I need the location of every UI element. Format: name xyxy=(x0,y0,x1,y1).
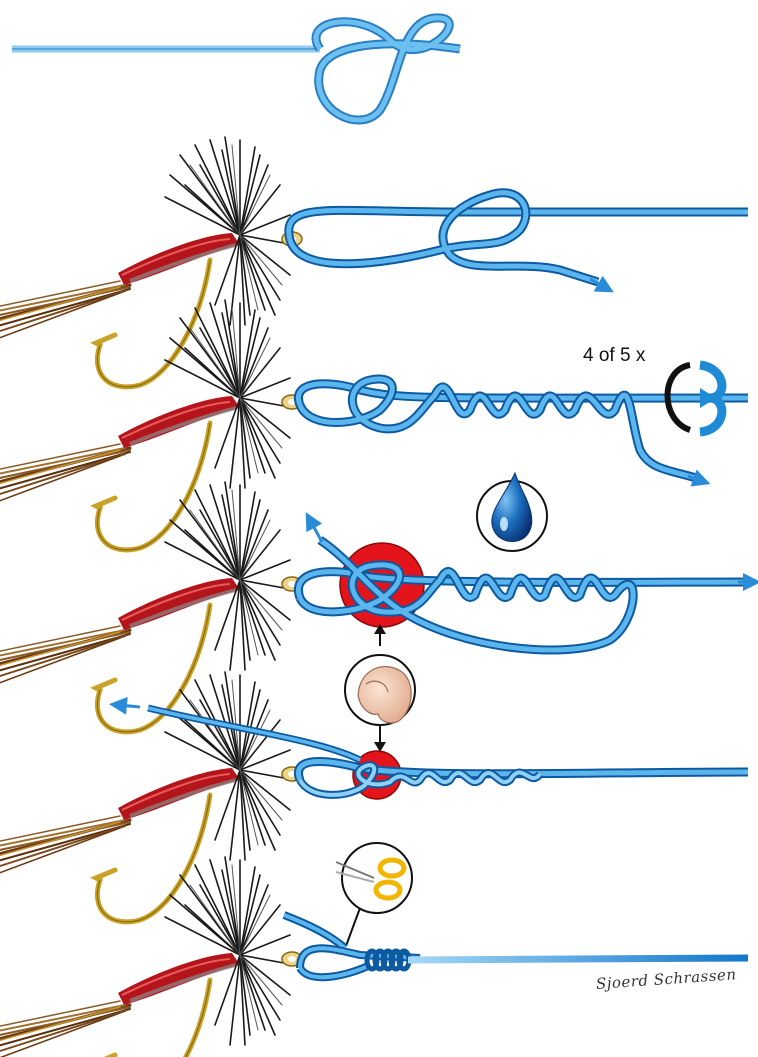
step-4-moisten xyxy=(0,471,758,732)
step-2-pass-through-eye xyxy=(0,137,748,387)
finger-pinch-icon xyxy=(344,624,416,752)
rotate-arrows-icon xyxy=(664,360,727,437)
dry-fly xyxy=(0,857,302,1057)
scissors-icon xyxy=(335,857,407,901)
dry-fly xyxy=(0,482,302,732)
dry-fly xyxy=(0,137,302,387)
step-5-tighten xyxy=(0,672,749,922)
step-6-trim xyxy=(0,842,749,1057)
wrap-count-label: 4 of 5 x xyxy=(583,345,646,366)
step-1-figure-eight xyxy=(12,13,748,125)
step-3-wraps xyxy=(0,300,749,550)
